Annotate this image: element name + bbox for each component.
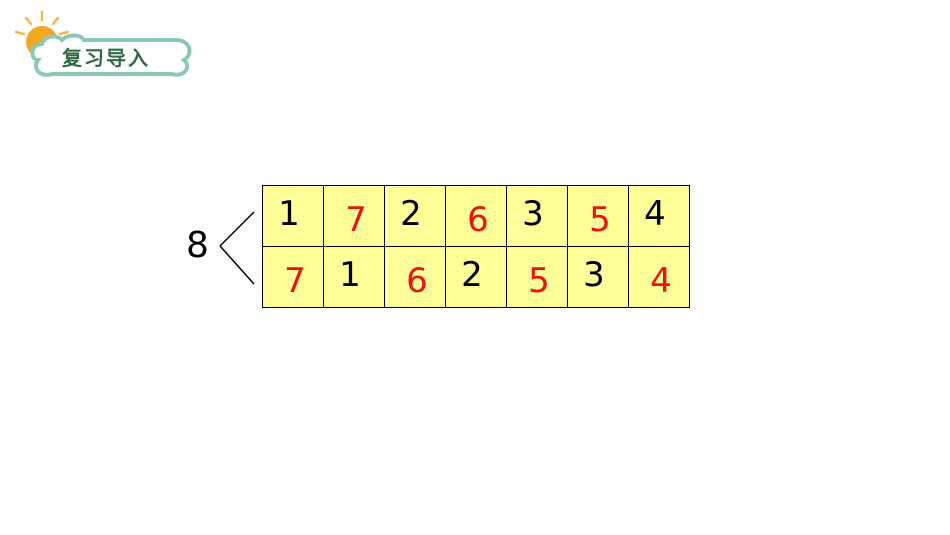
bottom-number: 1 — [339, 255, 361, 295]
top-number: 2 — [400, 194, 422, 234]
top-row: 1 7 2 6 3 5 4 — [262, 185, 690, 247]
bottom-number: 3 — [583, 255, 605, 295]
cell: 4 — [628, 246, 690, 308]
cell: 7 — [323, 185, 385, 247]
total-number: 8 — [186, 225, 209, 266]
bottom-number: 5 — [528, 261, 550, 301]
top-number: 3 — [522, 194, 544, 234]
top-number: 7 — [345, 200, 367, 240]
cell: 3 — [567, 246, 629, 308]
bottom-number: 7 — [284, 261, 306, 301]
cell: 6 — [445, 185, 507, 247]
cell: 1 — [323, 246, 385, 308]
bottom-row: 7 1 6 2 5 3 4 — [262, 246, 690, 308]
sun-icon — [14, 10, 192, 77]
cell: 1 — [262, 185, 324, 247]
cell: 7 — [262, 246, 324, 308]
top-number: 1 — [278, 194, 300, 234]
top-number: 4 — [644, 194, 666, 234]
bottom-number: 4 — [650, 261, 672, 301]
cell: 5 — [506, 246, 568, 308]
bottom-number: 2 — [461, 255, 483, 295]
bottom-number: 6 — [406, 261, 428, 301]
decomposition-table: 1 7 2 6 3 5 4 7 1 6 2 5 3 4 — [262, 185, 690, 308]
split-branch-lines — [219, 211, 255, 285]
cell: 2 — [384, 185, 446, 247]
cell: 4 — [628, 185, 690, 247]
section-badge: 复习导入 — [8, 8, 198, 78]
cell: 3 — [506, 185, 568, 247]
cell: 2 — [445, 246, 507, 308]
cell: 6 — [384, 246, 446, 308]
top-number: 6 — [467, 200, 489, 240]
top-number: 5 — [589, 200, 611, 240]
section-title: 复习导入 — [62, 46, 150, 70]
cell: 5 — [567, 185, 629, 247]
